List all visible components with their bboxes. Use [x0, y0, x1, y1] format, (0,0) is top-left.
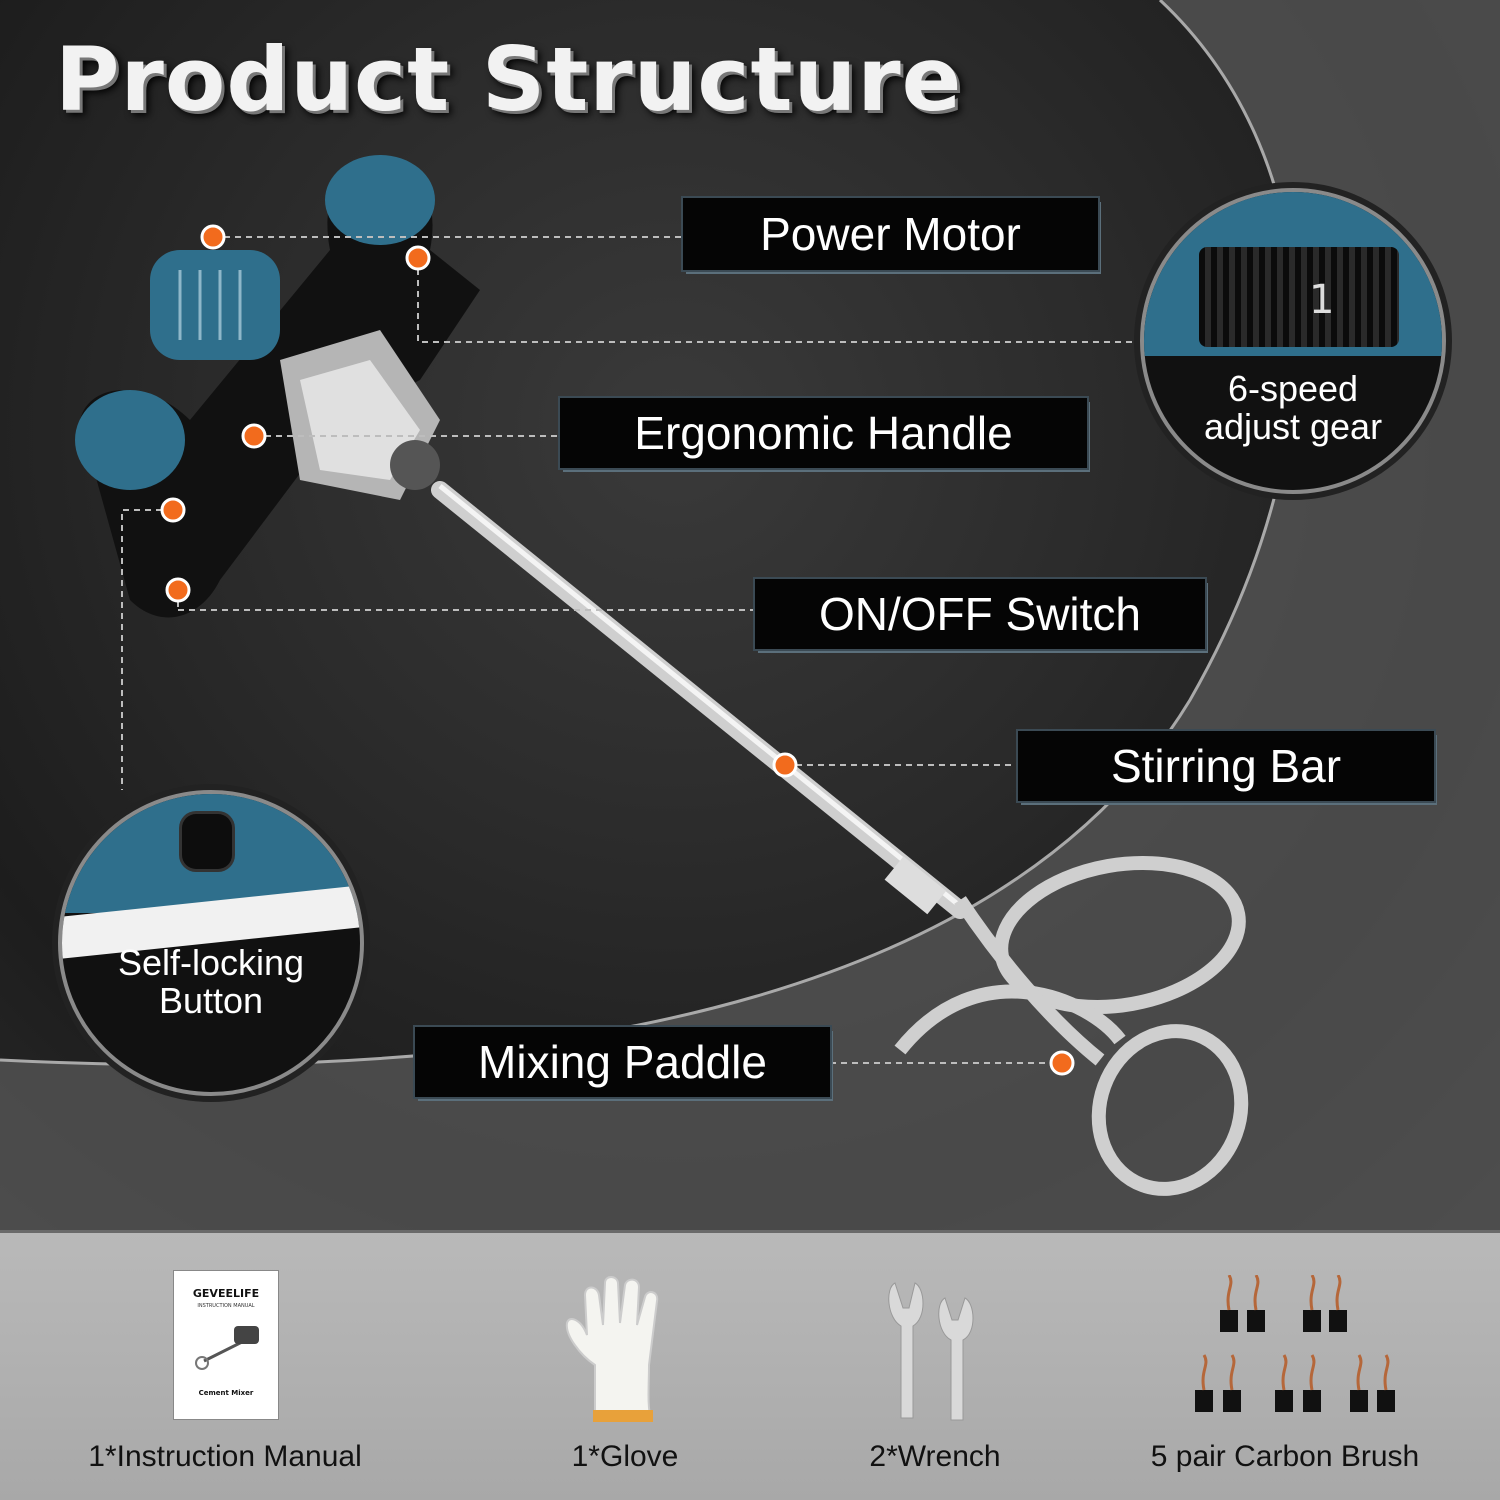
cement-mixer-illustration [75, 155, 1249, 1196]
accessory-label-wrench: 2*Wrench [869, 1440, 1001, 1473]
stirring-bar-label: Stirring Bar [1018, 731, 1434, 801]
instruction-manual-item: GEVEELIFE INSTRUCTION MANUAL Cement Mixe… [173, 1270, 279, 1420]
manual-mixer-icon [195, 1326, 259, 1370]
self-locking-button-callout: Self-locking Button [58, 790, 364, 1096]
glove-icon [565, 1276, 659, 1422]
speed-dial-value: 1 [1309, 277, 1335, 323]
stirring-bar-shaft [431, 481, 969, 919]
manual-brand: GEVEELIFE [192, 1287, 260, 1300]
manual-subtitle: INSTRUCTION MANUAL [197, 1303, 255, 1309]
manual-title: Cement Mixer [198, 1389, 254, 1397]
power-motor-label: Power Motor [683, 198, 1098, 270]
speed-gear-callout: 1 6-speed adjust gear [1140, 188, 1446, 494]
leader-lines [121, 236, 1140, 1064]
self-locking-caption: Self-locking Button [117, 942, 305, 1021]
wrench-icon [888, 1282, 974, 1421]
ergonomic-handle-label: Ergonomic Handle [560, 398, 1087, 468]
feature-markers [160, 224, 1075, 1076]
mixing-paddle-label: Mixing Paddle [415, 1027, 830, 1097]
page-title: Product Structure [55, 28, 963, 131]
accessory-label-carbon-brush: 5 pair Carbon Brush [1150, 1440, 1420, 1473]
speed-dial: 1 [1199, 247, 1399, 347]
accessory-label-glove: 1*Glove [571, 1440, 679, 1473]
lock-button-icon [182, 814, 232, 869]
carbon-brush-icon [1195, 1275, 1395, 1412]
mixing-paddle-drawing [894, 855, 1249, 1196]
accessory-label-manual: 1*Instruction Manual [88, 1440, 362, 1473]
on-off-switch-label: ON/OFF Switch [755, 579, 1205, 649]
speed-gear-caption: 6-speed adjust gear [1203, 368, 1383, 447]
mixer-motor-drawing [75, 155, 480, 618]
